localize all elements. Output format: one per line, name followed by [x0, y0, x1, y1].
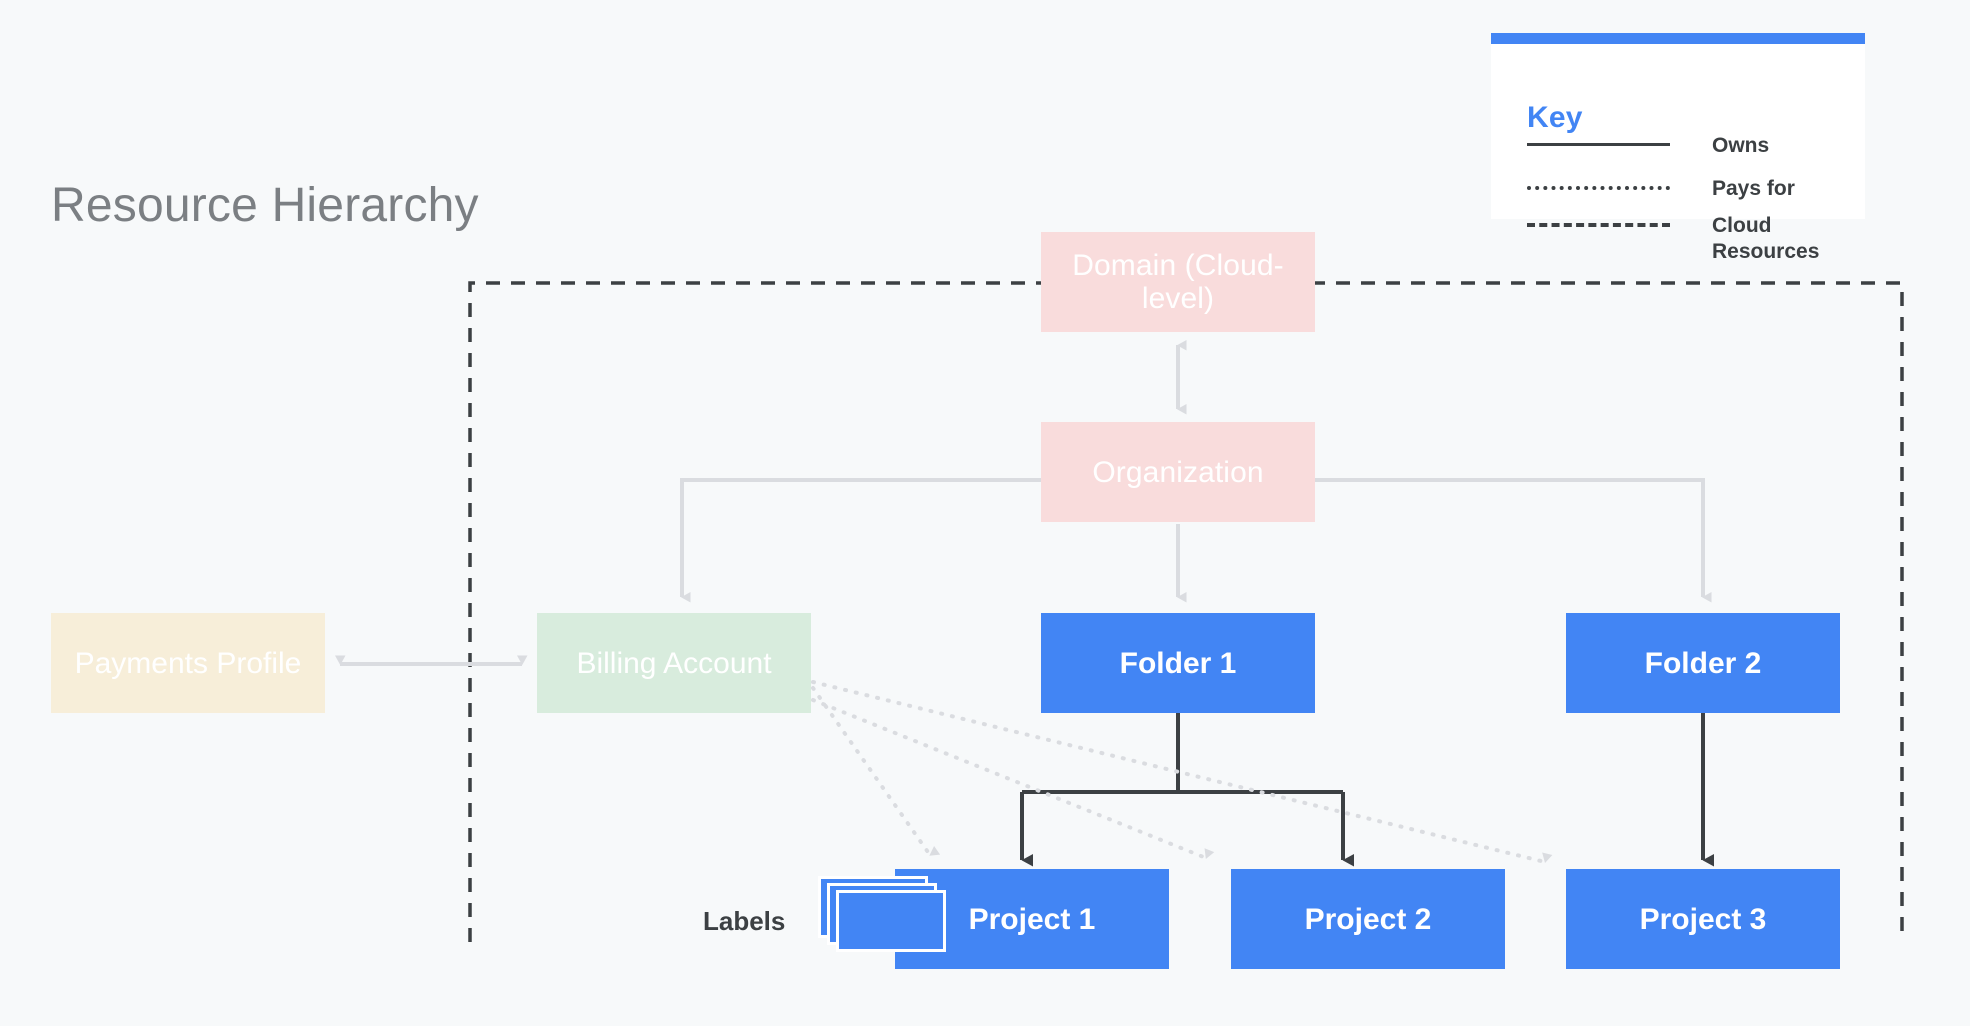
legend-item-cloud-resources: Cloud Resources — [1527, 213, 1847, 264]
node-billing-account[interactable]: Billing Account — [537, 613, 811, 713]
edge-organization-folder-2 — [1315, 478, 1712, 603]
legend-solid-line-icon — [1527, 133, 1670, 155]
legend-dotted-line-icon — [1527, 176, 1670, 198]
page-title: Resource Hierarchy — [51, 179, 479, 232]
node-folder-1[interactable]: Folder 1 — [1041, 613, 1315, 713]
legend-dashed-line-icon — [1527, 213, 1670, 235]
node-domain[interactable]: Domain (Cloud-level) — [1041, 232, 1315, 332]
node-project-1-label: Project 1 — [968, 902, 1096, 936]
node-billing-account-label: Billing Account — [576, 646, 772, 680]
legend-item-cloud-resources-label: Cloud Resources — [1712, 214, 1820, 263]
legend-accent-bar — [1491, 33, 1865, 44]
labels-sheet-front — [836, 890, 946, 952]
node-payments-profile-label: Payments Profile — [74, 646, 302, 680]
edge-billing-account-project-1 — [811, 686, 941, 857]
edge-organization-billing-account — [680, 478, 1041, 603]
legend-item-owns: Owns — [1527, 133, 1847, 159]
node-project-2[interactable]: Project 2 — [1231, 869, 1505, 969]
node-domain-label: Domain (Cloud-level) — [1072, 249, 1284, 315]
node-folder-2[interactable]: Folder 2 — [1566, 613, 1840, 713]
edge-folder-1-projects — [1020, 713, 1354, 867]
legend-item-pays-for: Pays for — [1527, 176, 1847, 202]
legend-title: Key — [1527, 101, 1583, 134]
node-project-3-label: Project 3 — [1639, 902, 1767, 936]
node-project-3[interactable]: Project 3 — [1566, 869, 1840, 969]
node-folder-2-label: Folder 2 — [1644, 646, 1762, 680]
node-project-2-label: Project 2 — [1304, 902, 1432, 936]
labels-caption: Labels — [703, 906, 786, 936]
labels-stack-icon — [818, 876, 953, 956]
edge-billing-account-project-2 — [811, 698, 1215, 860]
legend-item-owns-label: Owns — [1712, 134, 1770, 157]
node-organization[interactable]: Organization — [1041, 422, 1315, 522]
node-payments-profile[interactable]: Payments Profile — [51, 613, 325, 713]
legend-card: Key Owns Pays for Cloud Resources — [1491, 33, 1865, 263]
node-folder-1-label: Folder 1 — [1119, 646, 1237, 680]
node-organization-label: Organization — [1092, 455, 1264, 489]
legend-item-pays-for-label: Pays for — [1712, 177, 1795, 200]
